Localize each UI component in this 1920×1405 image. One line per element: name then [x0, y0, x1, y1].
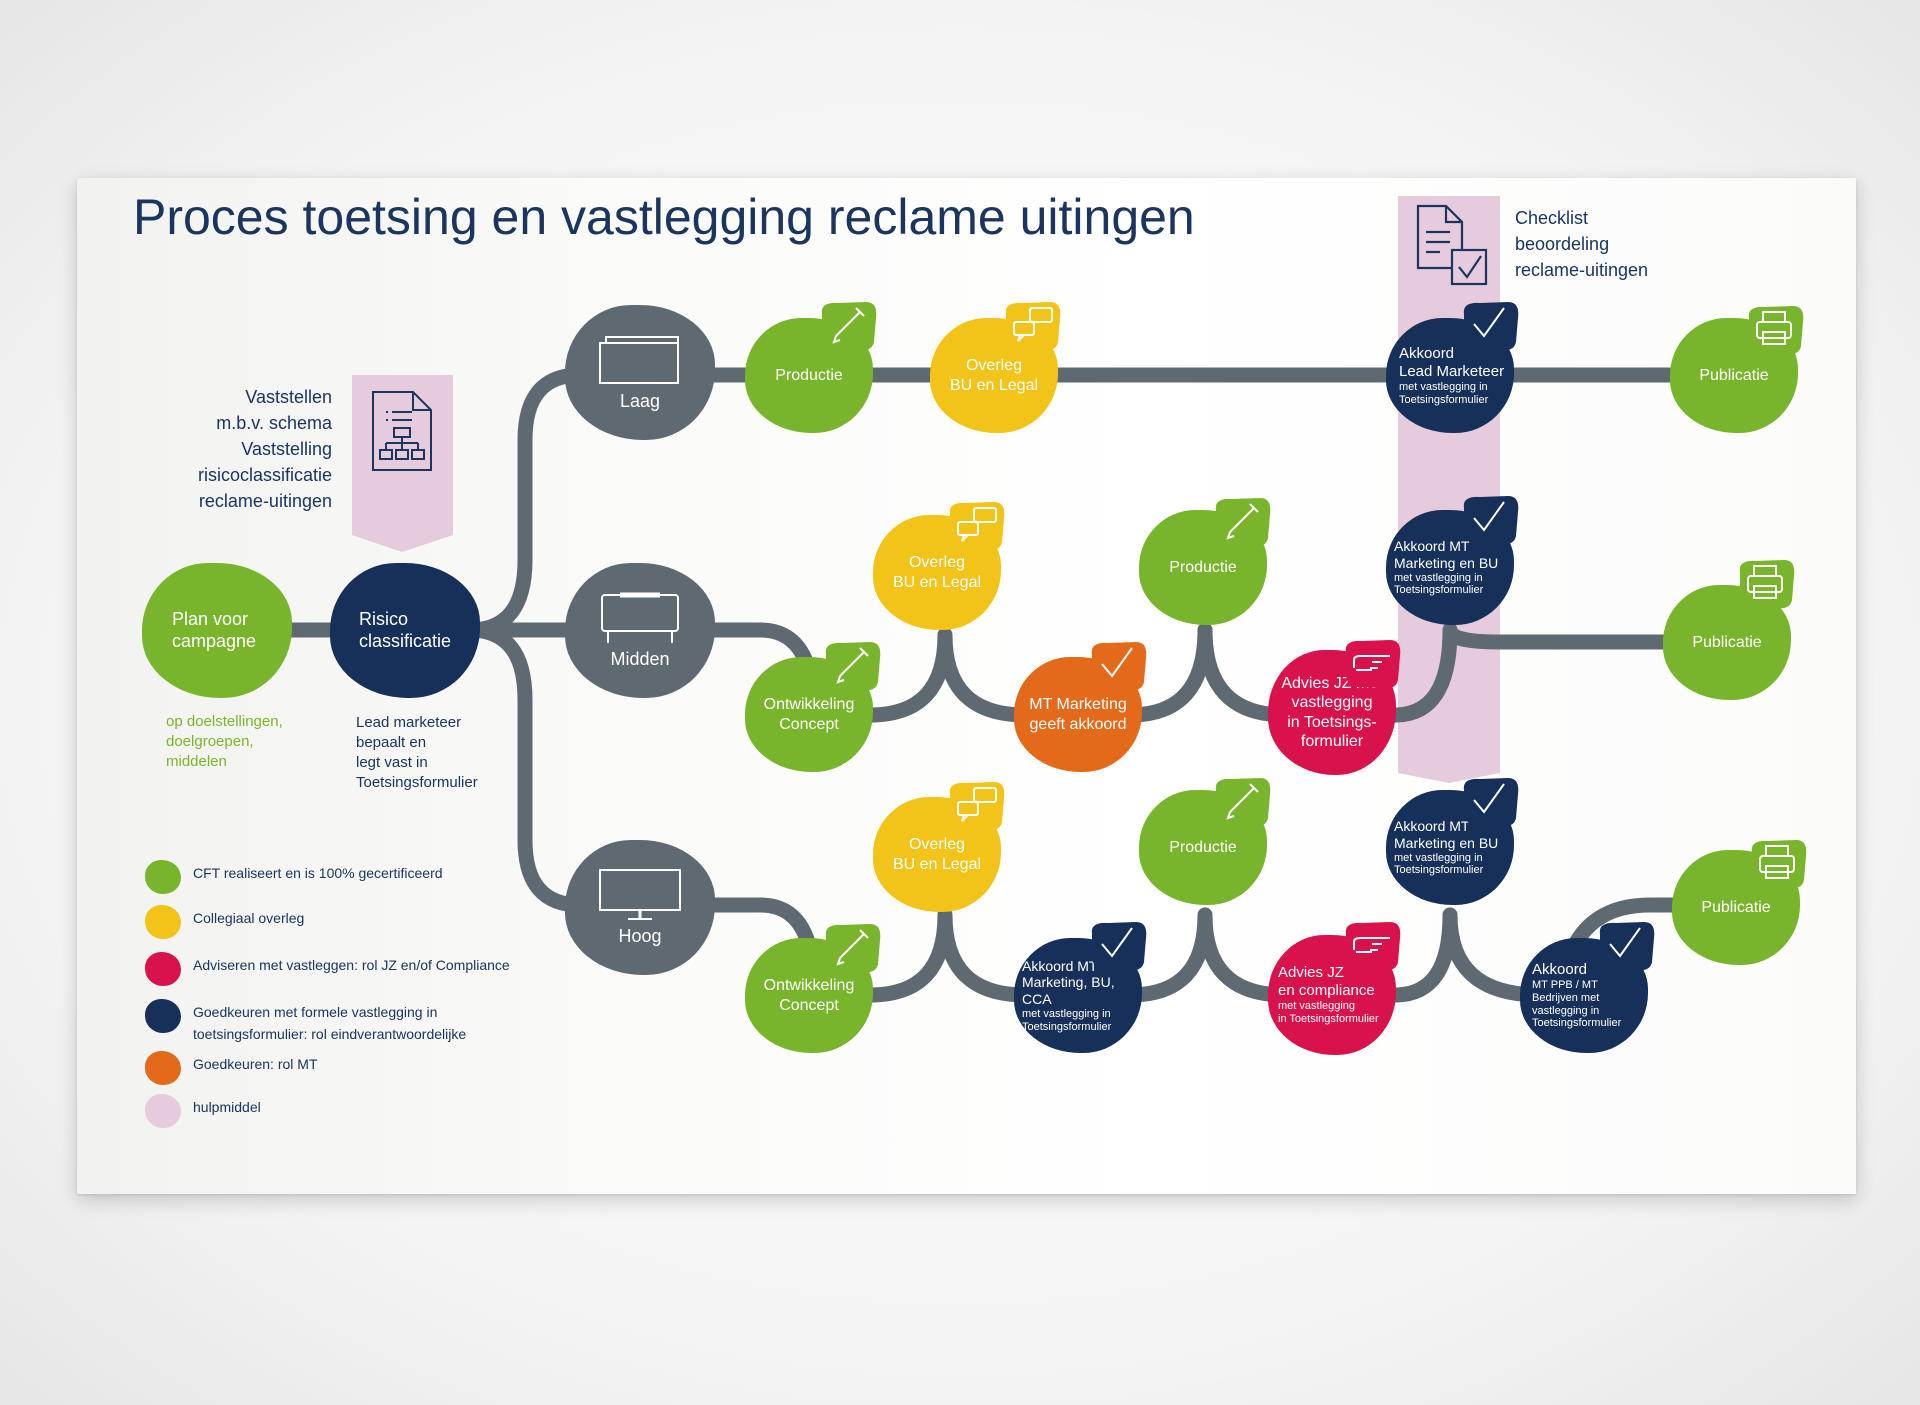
- legend-swatch: [145, 1094, 181, 1128]
- pencil-icon: [825, 642, 881, 691]
- level-midden-node: Midden: [565, 563, 715, 698]
- laag-overleg-label: Overleg BU en Legal: [949, 357, 1039, 394]
- speech-bubbles-icon: [949, 782, 1005, 831]
- hoog-ontwikkeling-label: Ontwikkeling Concept: [763, 977, 855, 1014]
- pencil-icon: [825, 924, 881, 973]
- legend-swatch: [145, 1051, 181, 1085]
- laag-publicatie-label: Publicatie: [1699, 366, 1769, 384]
- legend-text: Adviseren met vastleggen: rol JZ en/of C…: [193, 957, 510, 973]
- midden-ontwikkeling-node: Ontwikkeling Concept: [745, 657, 873, 772]
- level-laag-label: Laag: [619, 390, 661, 411]
- pencil-icon: [1215, 778, 1271, 827]
- speech-bubbles-icon: [949, 502, 1005, 551]
- hoog-overleg-label: Overleg BU en Legal: [892, 836, 982, 873]
- level-hoog-node: Hoog: [565, 840, 715, 975]
- checkmark-icon: [1463, 778, 1519, 827]
- printer-icon: [1748, 306, 1804, 355]
- hoog-publicatie-label: Publicatie: [1701, 898, 1771, 916]
- legend-item-overleg: Collegiaal overleg: [145, 905, 304, 939]
- hoog-akkoord-bu-title: Akkoord MT Marketing en BU: [1394, 818, 1499, 851]
- schema-document-icon: [372, 391, 432, 471]
- midden-mt-akkoord-label: MT Marketing geeft akkoord: [1029, 696, 1127, 733]
- legend-text: CFT realiseert en is 100% gecertificeerd: [193, 865, 443, 881]
- hoog-akkoord-mt-title: Akkoord MT Marketing, BU, CCA: [1022, 957, 1115, 1008]
- plan-campagne-note: op doelstellingen, doelgroepen, middelen: [166, 713, 283, 770]
- checkmark-icon: [1091, 922, 1147, 971]
- billboard-icon: [601, 592, 679, 643]
- pointing-hand-icon: [1345, 640, 1401, 689]
- level-laag-node: Laag: [565, 305, 715, 440]
- hoog-advies-title: Advies JZ en compliance: [1278, 964, 1375, 1000]
- risico-classificatie-note: Lead marketeer bepaalt en legt vast in T…: [356, 714, 478, 791]
- level-midden-label: Midden: [610, 648, 670, 669]
- hoog-akkoord-mt-note: met vastlegging in Toetsingsformulier: [1022, 1008, 1112, 1033]
- banner-icon: [599, 335, 679, 384]
- hoog-advies-note: met vastlegging in Toetsingsformulier: [1278, 1000, 1379, 1025]
- risico-classificatie-node: Risico classificatie: [330, 563, 480, 698]
- legend-swatch: [145, 905, 181, 939]
- legend-text: Collegiaal overleg: [193, 910, 305, 926]
- midden-publicatie-label: Publicatie: [1692, 633, 1762, 651]
- midden-overleg-label: Overleg BU en Legal: [892, 554, 982, 591]
- midden-productie-label: Productie: [1169, 558, 1237, 576]
- legend-swatch: [145, 999, 181, 1033]
- pencil-icon: [821, 302, 877, 351]
- connector-lines: [272, 367, 1708, 1003]
- checkmark-icon: [1091, 642, 1147, 691]
- legend-swatch: [145, 860, 181, 894]
- level-hoog-label: Hoog: [618, 925, 662, 946]
- schema-band: [352, 375, 453, 552]
- pointing-hand-icon: [1345, 922, 1401, 971]
- monitor-icon: [599, 868, 681, 920]
- legend-swatch: [145, 952, 181, 986]
- printer-icon: [1751, 840, 1807, 889]
- laag-akkoord-lead-title: Akkoord Lead Marketeer: [1399, 344, 1505, 380]
- hoog-productie-label: Productie: [1169, 838, 1237, 856]
- page-title: Proces toetsing en vastlegging reclame u…: [133, 189, 1195, 245]
- hoog-akkoord-bu-note: met vastlegging in Toetsingsformulier: [1394, 851, 1484, 877]
- midden-advies-jz-label: Advies JZ met vastlegging in Toetsings- …: [1281, 675, 1382, 750]
- midden-akkoord-mt-title: Akkoord MT Marketing en BU: [1394, 538, 1499, 571]
- schema-label: Vaststellen m.b.v. schema Vaststelling r…: [197, 387, 332, 511]
- legend-item-goedkeuren-formeel: Goedkeuren met formele vastlegging in to…: [145, 999, 466, 1046]
- legend-text: hulpmiddel: [193, 1099, 261, 1115]
- midden-akkoord-mt-note: met vastlegging in Toetsingsformulier: [1394, 571, 1484, 597]
- checkmark-icon: [1599, 922, 1655, 971]
- checkmark-icon: [1463, 496, 1519, 545]
- laag-akkoord-lead-note: met vastlegging in Toetsingsformulier: [1399, 380, 1489, 406]
- legend-item-goedkeuren-mt: Goedkeuren: rol MT: [145, 1051, 318, 1085]
- laag-publicatie-node: Publicatie: [1670, 318, 1798, 433]
- checkmark-icon: [1463, 302, 1519, 351]
- hoog-akkoord-mt-node: Akkoord MT Marketing, BU, CCA met vastle…: [1014, 938, 1142, 1053]
- pencil-icon: [1215, 498, 1271, 547]
- printer-icon: [1739, 560, 1795, 609]
- checklist-document-icon: [1416, 204, 1488, 286]
- speech-bubbles-icon: [1005, 302, 1061, 351]
- hoog-akkoord-ppb-title: Akkoord: [1532, 961, 1588, 979]
- legend-item-adviseren: Adviseren met vastleggen: rol JZ en/of C…: [145, 952, 510, 986]
- hoog-advies-node: Advies JZ en compliance met vastlegging …: [1268, 935, 1396, 1055]
- midden-ontwikkeling-label: Ontwikkeling Concept: [763, 696, 855, 733]
- legend-text: Goedkeuren: rol MT: [193, 1056, 318, 1072]
- plan-campagne-label: Plan voor campagne: [172, 608, 257, 651]
- plan-campagne-node: Plan voor campagne: [142, 563, 292, 698]
- legend-item-hulpmiddel: hulpmiddel: [145, 1094, 261, 1128]
- legend-item-cft: CFT realiseert en is 100% gecertificeerd: [145, 860, 443, 894]
- checklist-label: Checklist beoordeling reclame-uitingen: [1515, 208, 1649, 280]
- hoog-akkoord-ppb-note: MT PPB / MT Bedrijven met vastlegging in…: [1532, 979, 1622, 1030]
- laag-productie-label: Productie: [775, 366, 843, 384]
- risico-classificatie-label: Risico classificatie: [359, 608, 452, 651]
- legend-text: Goedkeuren met formele vastlegging in to…: [193, 1004, 467, 1043]
